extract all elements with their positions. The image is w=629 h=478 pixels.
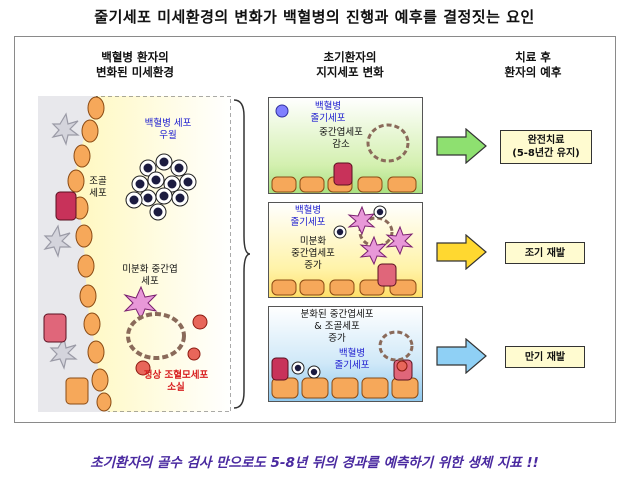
outcome-late-relapse: 만기 재발	[505, 346, 585, 368]
middle-header-line2: 지지세포 변화	[316, 65, 384, 79]
leukemia-label-line1: 백혈병 세포	[144, 118, 192, 129]
s3-leukemia-stem-label: 백혈병 줄기세포	[322, 348, 382, 372]
s1-leukemia-stem-label: 백혈병 줄기세포	[298, 101, 358, 125]
leukemia-cell-cluster	[125, 153, 197, 221]
undifferentiated-msc-cell	[123, 285, 158, 321]
outcome-2-line1: 조기 재발	[524, 247, 566, 259]
s3-diff-line3: 증가	[328, 333, 346, 344]
msc-label-line1: 미분화 중간엽	[122, 264, 178, 275]
outcome-1-line1: 완전치료	[527, 135, 565, 146]
s2-undiff-msc-increase-label: 미분화 중간엽세포 증가	[280, 236, 346, 272]
s2-msc-line3: 증가	[304, 260, 322, 271]
s3-lsc-line1: 백혈병	[338, 348, 366, 359]
arrow-to-outcome-1	[436, 128, 487, 164]
right-header-line1: 치료 후	[515, 50, 551, 64]
hsc-label-line1: 정상 조혈모세포	[143, 370, 209, 381]
left-header-line1: 백혈병 환자의	[101, 50, 169, 64]
normal-hsc-cell-2	[135, 360, 151, 376]
osteoblast-label-line1: 조골	[89, 176, 107, 187]
msc-label-line2: 세포	[141, 276, 159, 287]
s2-lsc-line2: 줄기세포	[290, 217, 326, 228]
s3-diff-line1: 분화된 중간엽세포	[300, 309, 374, 320]
s3-diff-line2: & 조골세포	[314, 321, 360, 332]
normal-hsc-loss-label: 정상 조혈모세포 소실	[126, 370, 226, 394]
arrow-to-outcome-3	[436, 338, 487, 374]
red-stromal-cell	[55, 191, 77, 221]
leukemia-label-line2: 우월	[159, 130, 177, 141]
osteoblast-label-line2: 세포	[89, 188, 107, 199]
scenario-1-panel	[268, 97, 423, 194]
scenario-2-panel	[268, 202, 423, 298]
left-column-header: 백혈병 환자의 변화된 미세환경	[40, 50, 230, 80]
bone-marrow-niche-illustration	[38, 96, 231, 412]
lower-osteoblast	[65, 377, 89, 405]
s1-lsc-line2: 줄기세포	[310, 113, 346, 124]
normal-hsc-cell-3	[187, 347, 201, 361]
s2-msc-line2: 중간엽세포	[291, 248, 335, 259]
leukemia-cell-dominant-label: 백혈병 세포 우월	[128, 118, 208, 142]
undifferentiated-msc-label: 미분화 중간엽 세포	[100, 264, 200, 288]
s2-leukemia-stem-label: 백혈병 줄기세포	[278, 205, 338, 229]
s2-lsc-line1: 백혈병	[294, 205, 322, 216]
s3-lsc-line2: 줄기세포	[334, 360, 370, 371]
red-stromal-cell-2	[43, 313, 67, 343]
right-header-line2: 환자의 예후	[504, 65, 562, 79]
outcome-1-line2: (5-8년간 유지)	[512, 148, 580, 159]
s3-diff-msc-osteoblast-label: 분화된 중간엽세포 & 조골세포 증가	[282, 309, 392, 345]
s1-msc-line1: 중간엽세포	[319, 127, 363, 138]
outcome-3-line1: 만기 재발	[524, 351, 566, 363]
osteoblast-label: 조골 세포	[78, 176, 118, 200]
arrow-to-outcome-2	[436, 234, 487, 270]
leukemia-cell-nuclei	[129, 157, 193, 217]
s1-lsc-line1: 백혈병	[314, 101, 342, 112]
brace-bracket	[233, 99, 251, 409]
s1-msc-line2: 감소	[332, 139, 350, 150]
normal-hsc-cell	[192, 314, 208, 330]
osteocyte-cells	[43, 112, 80, 370]
left-header-line2: 변화된 미세환경	[95, 65, 175, 79]
footer-caption: 초기환자의 골수 검사 만으로도 5-8년 뒤의 경과를 예측하기 위한 생체 …	[90, 455, 539, 471]
outcome-complete-remission: 완전치료 (5-8년간 유지)	[500, 130, 592, 164]
middle-column-header: 초기환자의 지지세포 변화	[275, 50, 425, 80]
s1-msc-decrease-label: 중간엽세포 감소	[303, 127, 379, 151]
vessel-ring	[126, 312, 186, 360]
hsc-label-line2: 소실	[167, 382, 185, 393]
figure-title: 줄기세포 미세환경의 변화가 백혈병의 진행과 예후를 결정짓는 요인	[94, 8, 535, 26]
scenario-3-panel	[268, 306, 423, 402]
right-column-header: 치료 후 환자의 예후	[478, 50, 588, 80]
s2-msc-line1: 미분화	[299, 236, 327, 247]
middle-header-line1: 초기환자의	[323, 50, 377, 64]
outcome-early-relapse: 조기 재발	[505, 242, 585, 264]
